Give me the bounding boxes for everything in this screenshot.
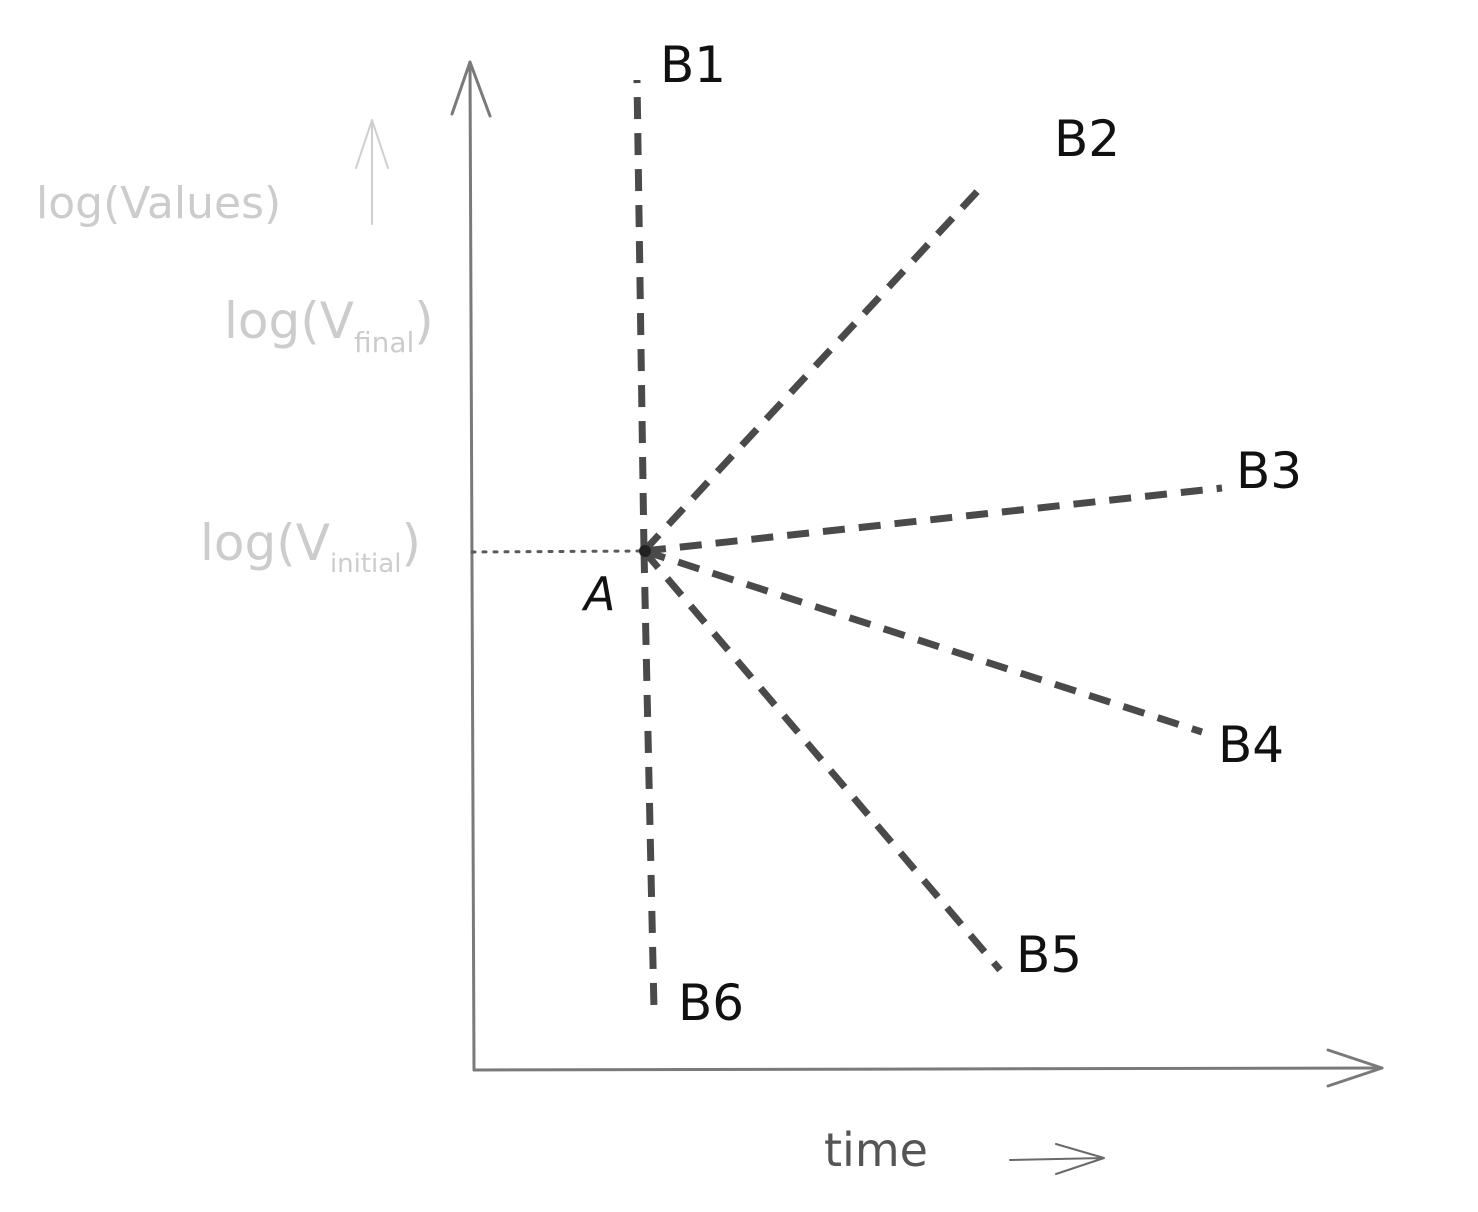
x-axis-label: time bbox=[824, 1123, 928, 1177]
y-tick-initial-prefix: log(V bbox=[200, 514, 330, 572]
y-tick-final-prefix: log(V bbox=[224, 292, 354, 350]
ray-b4 bbox=[642, 547, 1204, 736]
ray-b2 bbox=[641, 179, 989, 554]
y-axis-hint-arrow-icon bbox=[355, 119, 389, 225]
branch-label-b3: B3 bbox=[1236, 442, 1302, 500]
x-axis-arrowhead bbox=[1326, 1048, 1384, 1088]
branch-rays bbox=[633, 79, 1223, 1011]
origin-label: A bbox=[581, 567, 615, 621]
branch-label-b1: B1 bbox=[660, 36, 726, 94]
branch-label-b4: B4 bbox=[1218, 716, 1284, 774]
y-tick-initial-subscript: initial bbox=[330, 549, 402, 579]
y-axis-label: log(Values) bbox=[36, 178, 281, 229]
y-tick-final-suffix: ) bbox=[414, 292, 434, 350]
x-axis bbox=[472, 1048, 1384, 1088]
ray-b3 bbox=[643, 484, 1223, 555]
y-tick-initial: log(Vinitial) bbox=[200, 514, 421, 579]
y-tick-initial-suffix: ) bbox=[401, 514, 421, 572]
branch-label-b6: B6 bbox=[678, 974, 744, 1032]
y-axis-arrowhead bbox=[450, 60, 492, 118]
initial-value-guide bbox=[470, 549, 646, 554]
branch-label-b5: B5 bbox=[1016, 926, 1082, 984]
x-axis-hint-arrow-icon bbox=[1009, 1143, 1105, 1175]
origin-point bbox=[639, 545, 651, 557]
y-tick-final: log(Vfinal) bbox=[224, 292, 434, 359]
branch-label-b2: B2 bbox=[1054, 110, 1120, 168]
ray-b1 bbox=[633, 79, 648, 552]
y-axis bbox=[450, 60, 492, 1072]
y-tick-final-subscript: final bbox=[354, 326, 414, 359]
ray-b5 bbox=[641, 548, 1003, 973]
ray-b6 bbox=[640, 550, 658, 1011]
